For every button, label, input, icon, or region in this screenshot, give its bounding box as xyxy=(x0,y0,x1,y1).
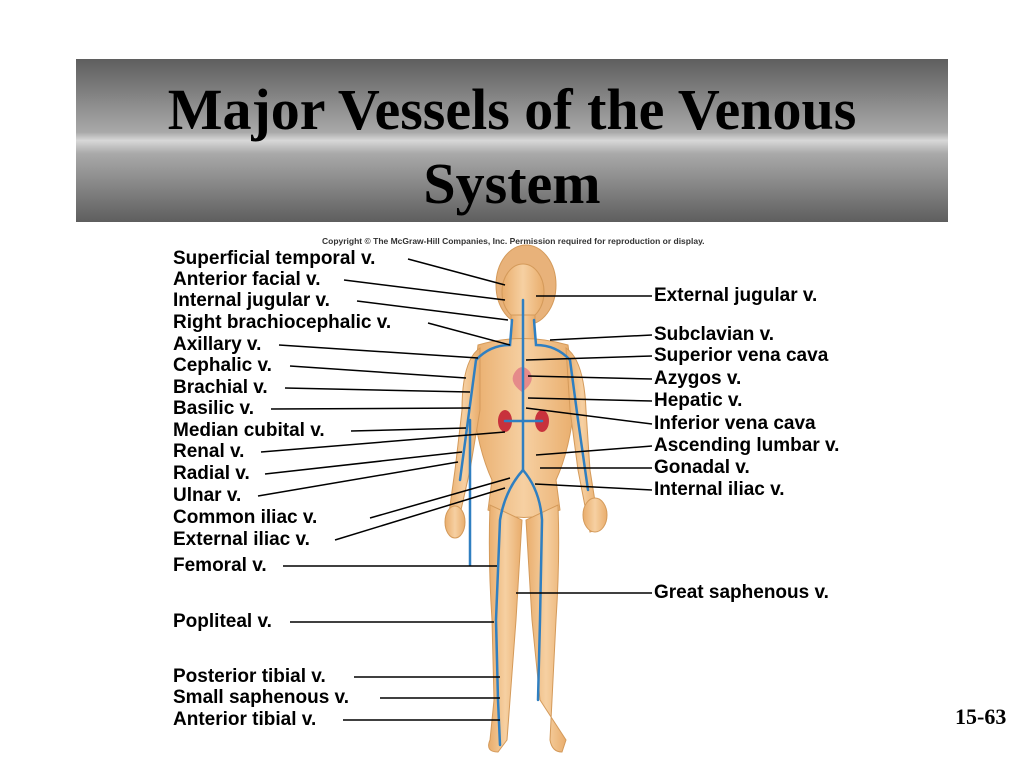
label-ascending-lumbar-v: Ascending lumbar v. xyxy=(654,435,840,456)
label-renal-v: Renal v. xyxy=(173,441,245,462)
label-ulnar-v: Ulnar v. xyxy=(173,485,242,506)
label-common-iliac-v: Common iliac v. xyxy=(173,507,318,528)
leader-line xyxy=(535,445,653,456)
label-basilic-v: Basilic v. xyxy=(173,398,254,419)
leader-lines xyxy=(257,258,653,721)
label-small-saphenous-v: Small saphenous v. xyxy=(173,687,349,708)
label-subclavian-v: Subclavian v. xyxy=(654,324,775,345)
label-superior-vena-cava: Superior vena cava xyxy=(654,345,829,366)
label-external-iliac-v: External iliac v. xyxy=(173,529,310,550)
label-internal-iliac-v: Internal iliac v. xyxy=(654,479,785,500)
label-anterior-tibial-v: Anterior tibial v. xyxy=(173,709,317,730)
leader-line xyxy=(407,258,506,286)
label-great-saphenous-v: Great saphenous v. xyxy=(654,582,829,603)
leader-line xyxy=(549,334,653,341)
leader-line xyxy=(289,365,467,379)
label-axillary-v: Axillary v. xyxy=(173,334,262,355)
leader-line xyxy=(343,279,506,301)
title-banner: Major Vessels of the Venous System xyxy=(76,59,948,222)
label-internal-jugular-v: Internal jugular v. xyxy=(173,290,330,311)
leader-line xyxy=(525,355,653,361)
label-inferior-vena-cava: Inferior vena cava xyxy=(654,413,816,434)
leader-line xyxy=(369,477,511,519)
label-external-jugular-v: External jugular v. xyxy=(654,285,818,306)
page-number: 15-63 xyxy=(955,704,1007,729)
label-radial-v: Radial v. xyxy=(173,463,250,484)
leader-line xyxy=(350,427,467,432)
label-femoral-v: Femoral v. xyxy=(173,555,267,576)
leader-line xyxy=(284,387,471,393)
copyright-notice: Copyright © The McGraw-Hill Companies, I… xyxy=(322,236,705,246)
label-cephalic-v: Cephalic v. xyxy=(173,355,272,376)
leader-line xyxy=(257,461,459,497)
label-median-cubital-v: Median cubital v. xyxy=(173,420,325,441)
label-azygos-v: Azygos v. xyxy=(654,368,742,389)
slide-title: Major Vessels of the Venous System xyxy=(167,77,857,216)
leader-line xyxy=(527,375,653,380)
leader-line xyxy=(525,407,653,425)
label-gonadal-v: Gonadal v. xyxy=(654,457,750,478)
leader-line xyxy=(270,407,471,410)
label-anterior-facial-v: Anterior facial v. xyxy=(173,269,321,290)
label-popliteal-v: Popliteal v. xyxy=(173,611,272,632)
label-right-brachiocephalic-v: Right brachiocephalic v. xyxy=(173,312,392,333)
label-brachial-v: Brachial v. xyxy=(173,377,268,398)
label-hepatic-v: Hepatic v. xyxy=(654,390,743,411)
leader-line xyxy=(334,487,506,541)
leader-line xyxy=(260,431,506,453)
leader-line xyxy=(356,300,509,321)
leader-line xyxy=(427,322,511,346)
label-posterior-tibial-v: Posterior tibial v. xyxy=(173,666,326,687)
leader-line xyxy=(534,483,653,491)
leader-line xyxy=(264,451,463,475)
leader-line xyxy=(527,397,653,402)
leader-line xyxy=(278,344,479,359)
label-superficial-temporal-v: Superficial temporal v. xyxy=(173,248,376,269)
